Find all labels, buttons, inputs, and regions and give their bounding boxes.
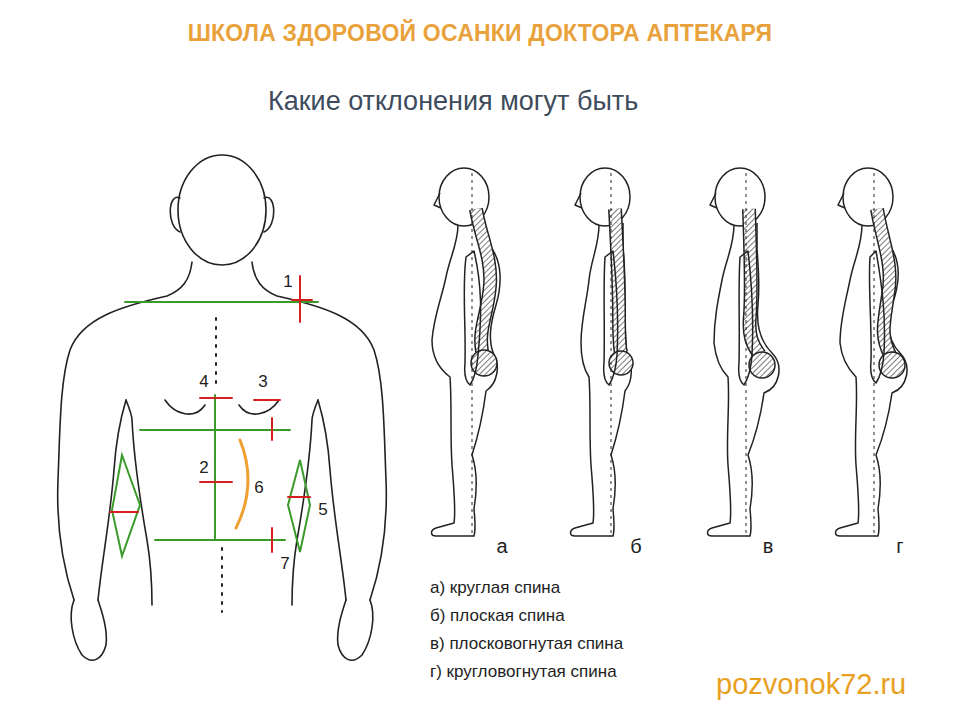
profile-flat-concave-back	[708, 168, 779, 537]
watermark: pozvonok72.ru	[716, 668, 906, 701]
key-item: б) плоская спина	[430, 606, 565, 626]
callout-number: 2	[197, 458, 210, 478]
callout-number: 4	[197, 372, 210, 392]
key-item: в) плосковогнутая спина	[430, 634, 623, 654]
callout-number: 7	[278, 554, 291, 574]
callout-number: 5	[316, 500, 329, 520]
profile-round-back	[432, 168, 501, 537]
posture-marks	[110, 276, 318, 556]
key-item: г) кругловогнутая спина	[430, 662, 617, 682]
profile-round-concave-back	[836, 168, 907, 537]
profile-flat-back	[571, 168, 634, 537]
figure-letter: в	[763, 535, 774, 558]
page-title: ШКОЛА ЗДОРОВОЙ ОСАНКИ ДОКТОРА АПТЕКАРЯ	[188, 20, 773, 46]
callout-number: 1	[281, 272, 294, 292]
callout-number: 3	[256, 372, 269, 392]
subtitle: Какие отклонения могут быть	[268, 86, 638, 117]
figure-letter: г	[896, 535, 903, 558]
figure-letter: а	[496, 535, 507, 558]
back-figure	[58, 155, 387, 660]
key-item: а) круглая спина	[430, 578, 560, 598]
callout-number: 6	[252, 478, 265, 498]
figure-letter: б	[630, 535, 641, 558]
